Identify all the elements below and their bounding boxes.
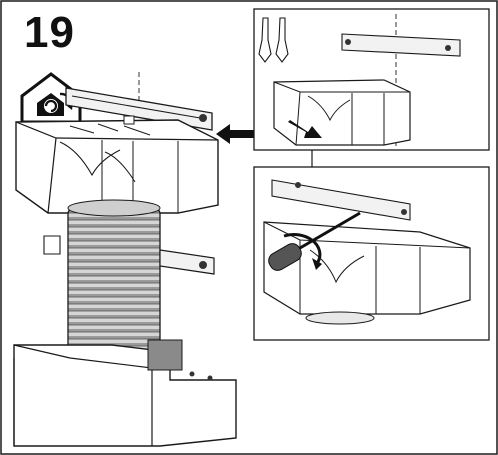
push-arrow-icon — [216, 124, 262, 144]
push-arrow-icon — [288, 120, 322, 138]
screwdriver-icon — [268, 211, 361, 271]
duct-connector-box — [15, 115, 219, 214]
detail-panel-bottom — [253, 166, 490, 341]
lower-wall-bracket — [43, 235, 215, 275]
step-number: 19 — [24, 8, 75, 57]
rotation-arrow-icon — [283, 233, 322, 263]
flexible-duct-hose — [67, 199, 161, 353]
hood-body — [13, 339, 237, 447]
wall-plug-icon — [258, 17, 289, 63]
detail-panel-top — [253, 8, 490, 151]
